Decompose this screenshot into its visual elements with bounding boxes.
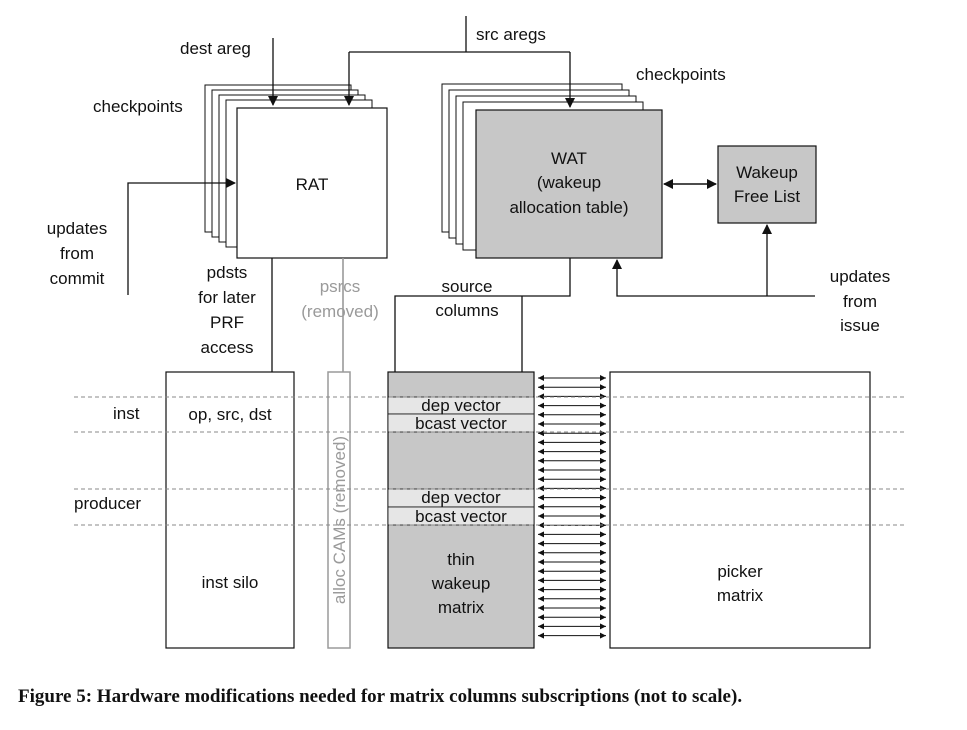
wat-label-2: (wakeup xyxy=(537,173,601,192)
pdsts-1: pdsts xyxy=(207,263,248,282)
dest-areg-label: dest areg xyxy=(180,39,251,58)
wakeup-free-list-box xyxy=(717,145,817,224)
picker-label-2: matrix xyxy=(717,586,764,605)
pdsts-2: for later xyxy=(198,288,256,307)
thin-label-1: thin xyxy=(447,550,474,569)
updates-commit-arrow xyxy=(127,178,236,295)
checkpoints-right-label: checkpoints xyxy=(636,65,726,84)
dep-vector-label-1: dep vector xyxy=(421,396,501,415)
inst-row-label: inst xyxy=(113,404,140,423)
thin-label-2: wakeup xyxy=(431,574,491,593)
psrcs-2: (removed) xyxy=(301,302,378,321)
wakeup-free-label-2: Free List xyxy=(734,187,800,206)
updates-issue-to-wat xyxy=(612,259,815,297)
rat-box xyxy=(236,107,388,259)
wat-label-1: WAT xyxy=(551,149,587,168)
updates-issue-2: from xyxy=(843,292,877,311)
psrcs-1: psrcs xyxy=(320,277,361,296)
inst-silo-label: inst silo xyxy=(202,573,259,592)
wat-label-3: allocation table) xyxy=(509,198,628,217)
wakeup-free-label-1: Wakeup xyxy=(736,163,798,182)
updates-issue-1: updates xyxy=(830,267,891,286)
source-2: columns xyxy=(435,301,498,320)
op-src-dst-label: op, src, dst xyxy=(188,405,271,424)
src-aregs-label: src aregs xyxy=(476,25,546,44)
inst-silo-box xyxy=(165,371,295,649)
wat-box xyxy=(475,109,663,259)
updates-commit-2: from xyxy=(60,244,94,263)
rat-label: RAT xyxy=(296,175,329,194)
producer-row-label: producer xyxy=(74,494,141,513)
dep-vector-label-2: dep vector xyxy=(421,488,501,507)
alloc-cams-box xyxy=(327,371,351,649)
row-guides xyxy=(74,396,905,526)
checkpoints-left-label: checkpoints xyxy=(93,97,183,116)
matrix-link-arrows xyxy=(538,375,606,639)
pdsts-3: PRF xyxy=(210,313,244,332)
updates-commit-3: commit xyxy=(50,269,105,288)
source-columns-arrow-1 xyxy=(390,258,571,393)
figure-caption: Figure 5: Hardware modifications needed … xyxy=(18,686,742,707)
updates-commit-1: updates xyxy=(47,219,108,238)
pdsts-4: access xyxy=(201,338,254,357)
thin-label-3: matrix xyxy=(438,598,485,617)
source-1: source xyxy=(441,277,492,296)
picker-label-1: picker xyxy=(717,562,763,581)
updates-issue-3: issue xyxy=(840,316,880,335)
bcast-vector-label-1: bcast vector xyxy=(415,414,507,433)
picker-matrix xyxy=(609,371,871,649)
alloc-cams-label: alloc CAMs (removed) xyxy=(330,436,349,604)
bcast-vector-label-2: bcast vector xyxy=(415,507,507,526)
